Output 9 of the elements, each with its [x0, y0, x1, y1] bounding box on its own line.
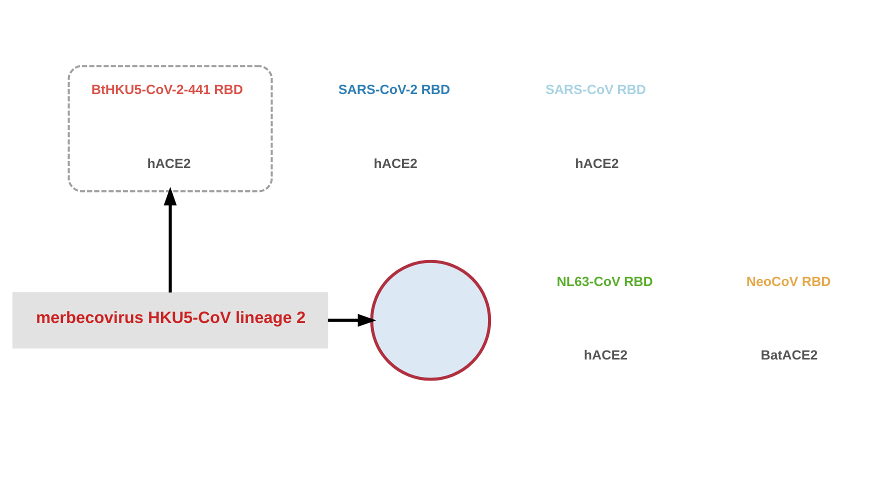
arrow [164, 186, 177, 292]
node-text: NL63-CoV RBD hACE2 [556, 273, 653, 362]
node-text: NeoCoV RBD BatACE2 [746, 273, 831, 362]
node-circle [370, 259, 492, 380]
node-box: merbecovirus HKU5-CoV lineage 2 [12, 292, 328, 348]
node-box: BtHKU5-CoV-2-441 RBD hACE2 [68, 64, 273, 192]
node-text: SARS-CoV RBD hACE2 [545, 82, 646, 170]
node-text: SARS-CoV-2 RBD hACE2 [338, 82, 450, 170]
arrow [328, 313, 376, 326]
